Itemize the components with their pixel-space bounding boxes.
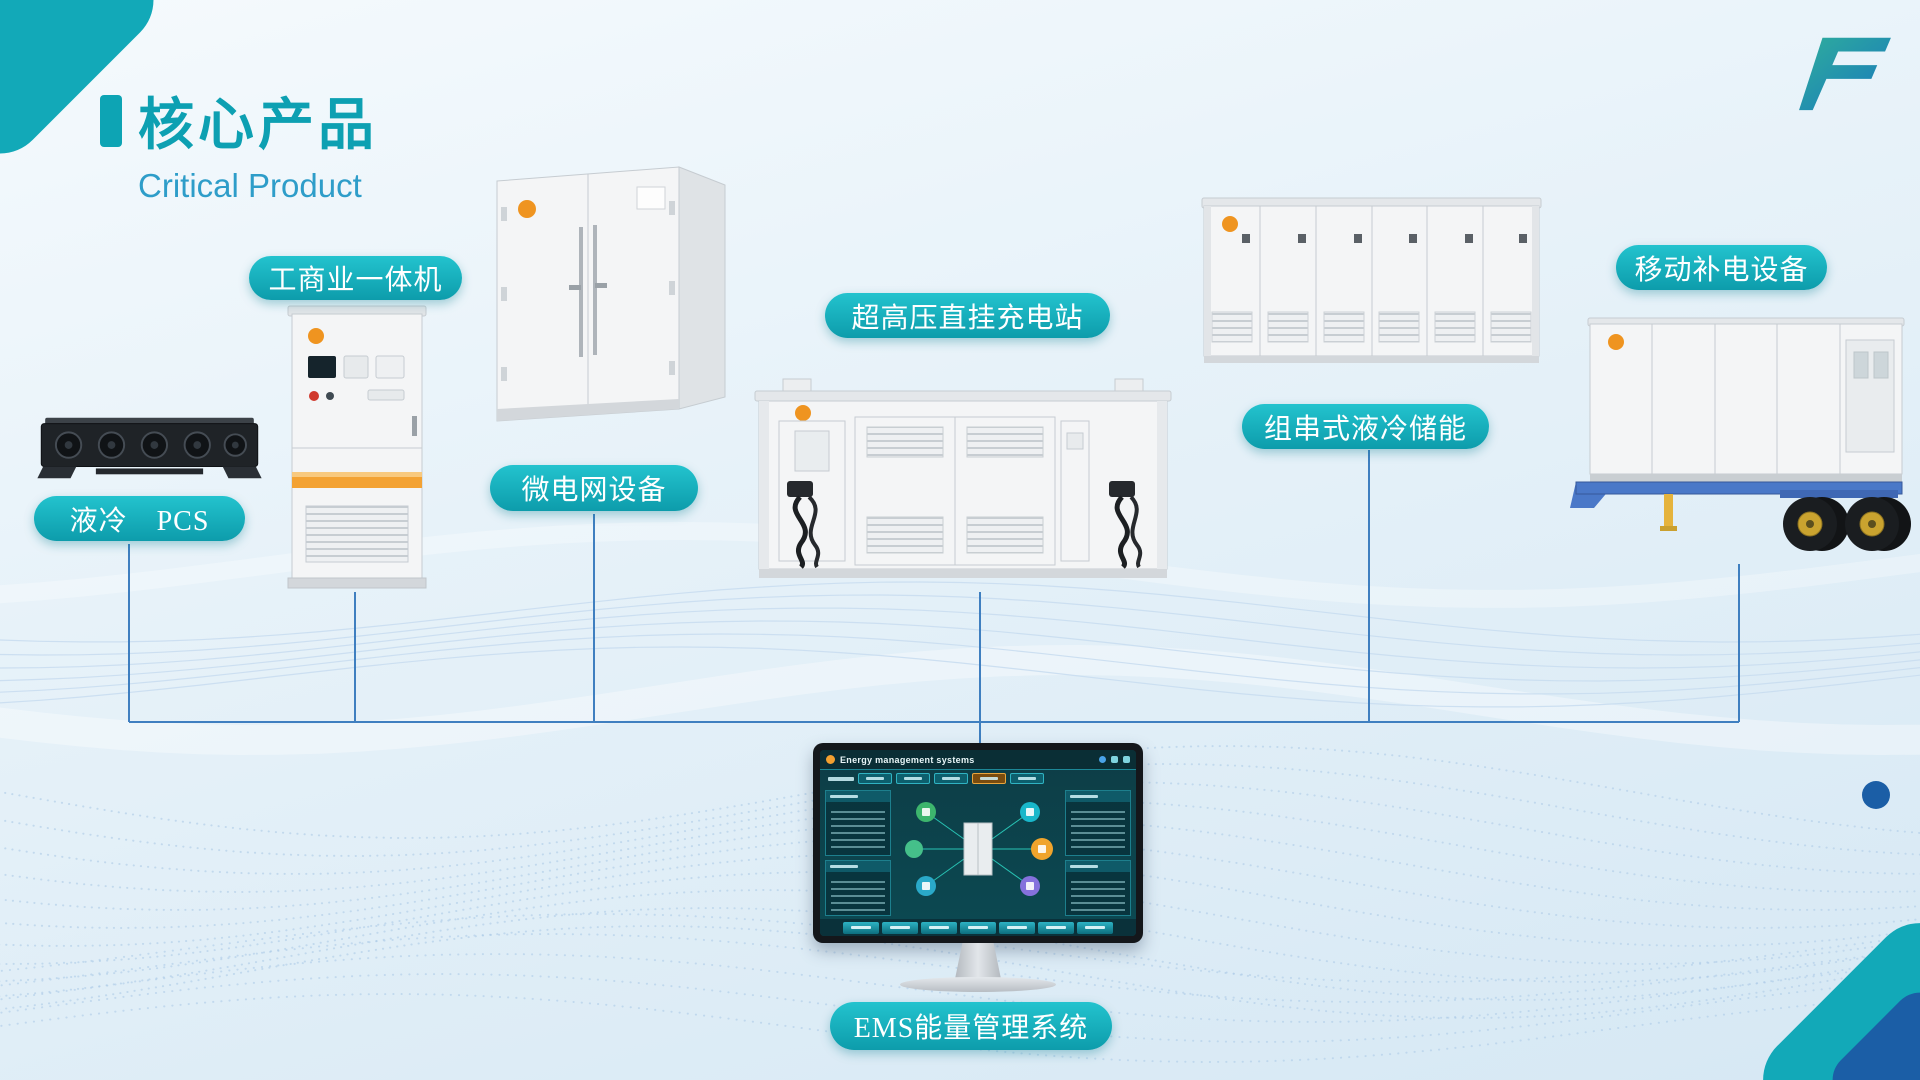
- monitor-frame: Energy management systems: [813, 743, 1143, 943]
- hv-charging-station-image: [754, 378, 1172, 578]
- settings-icon: [1111, 756, 1118, 763]
- mobile-charging-trailer-image: [1570, 317, 1911, 551]
- ems-panel-right-bottom: [1065, 860, 1131, 916]
- product-label-charging-station: 超高压直挂充电站: [825, 293, 1110, 338]
- page-subtitle: Critical Product: [138, 167, 362, 204]
- user-icon: [1123, 756, 1130, 763]
- ems-bottom-buttons: [820, 919, 1136, 936]
- slide-header: 核心产品 Critical Product: [100, 80, 378, 205]
- notification-icon: [1099, 756, 1106, 763]
- string-liquid-cooled-storage-image: [1201, 197, 1542, 363]
- title-accent-bar: [100, 94, 122, 147]
- ems-panel-left-top: [825, 790, 891, 856]
- mode-button-active: [972, 773, 1006, 784]
- ems-button: [960, 921, 996, 934]
- product-label-ems: EMS能量管理系统: [830, 1002, 1112, 1050]
- ems-button: [1038, 921, 1074, 934]
- product-label-microgrid: 微电网设备: [490, 465, 698, 511]
- product-label-mobile-charging: 移动补电设备: [1616, 245, 1827, 290]
- product-label-string-storage: 组串式液冷储能: [1242, 404, 1489, 449]
- ems-panel-left-bottom: [825, 860, 891, 916]
- monitor-stand-base: [900, 977, 1056, 992]
- decorative-dot: [1862, 781, 1890, 809]
- product-label-all-in-one: 工商业一体机: [249, 256, 462, 300]
- mode-label-bar: [828, 776, 854, 781]
- mode-button: [858, 773, 892, 784]
- mode-button: [1010, 773, 1044, 784]
- microgrid-equipment-image: [496, 166, 726, 422]
- company-logo-icon: [1799, 37, 1891, 111]
- page-title: 核心产品: [138, 93, 378, 156]
- mode-button: [934, 773, 968, 784]
- ems-button: [1077, 921, 1113, 934]
- ems-mode-bar: [820, 771, 1136, 786]
- ems-logo-icon: [826, 755, 835, 764]
- mode-button: [896, 773, 930, 784]
- ems-button: [921, 921, 957, 934]
- ems-flow-diagram: [905, 802, 1053, 896]
- ems-button: [882, 921, 918, 934]
- monitor-stand-neck: [955, 943, 1001, 979]
- commercial-all-in-one-cabinet-image: [287, 305, 427, 589]
- ems-button: [843, 921, 879, 934]
- ems-screen: Energy management systems: [820, 750, 1136, 936]
- ems-monitor: Energy management systems: [813, 743, 1143, 998]
- product-label-liquid-cooled-pcs: 液冷 PCS: [34, 496, 245, 541]
- ems-screen-title: Energy management systems: [840, 754, 975, 765]
- ems-panel-right-top: [1065, 790, 1131, 856]
- ems-button: [999, 921, 1035, 934]
- ems-title-bar: Energy management systems: [820, 750, 1136, 770]
- liquid-cooled-pcs-image: [37, 417, 262, 479]
